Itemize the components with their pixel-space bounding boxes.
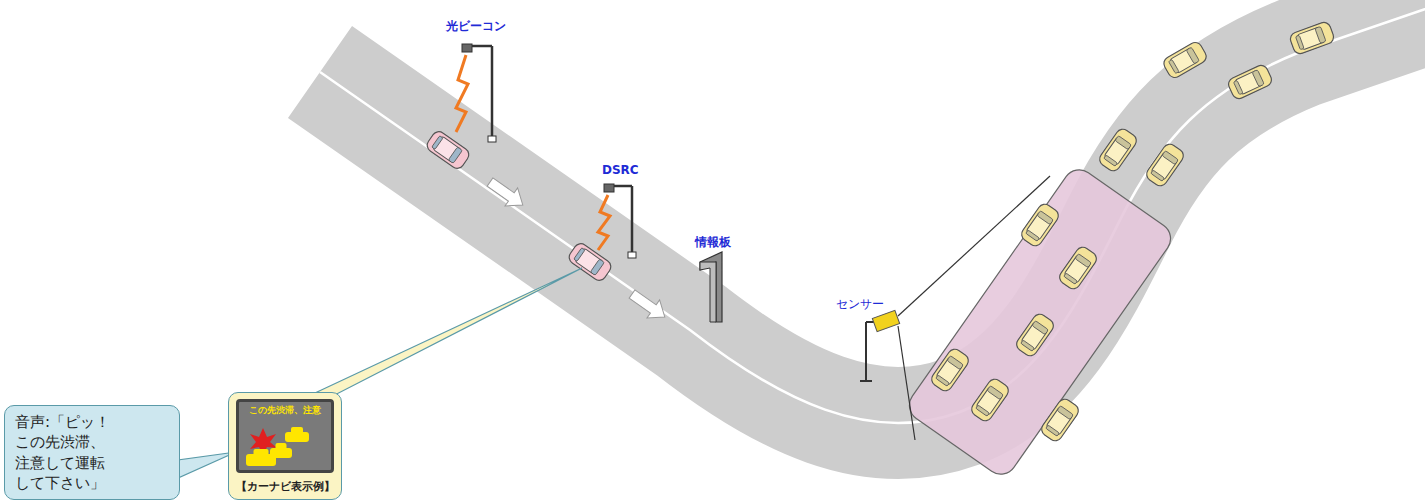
info-board bbox=[700, 252, 722, 322]
car bbox=[1039, 396, 1081, 443]
car bbox=[969, 376, 1011, 423]
car-icon-roof bbox=[276, 443, 287, 450]
nav-callout: 【カーナビ表示例】この先渋滞、注意 bbox=[228, 392, 342, 500]
caption-text: 【カーナビ表示例】 bbox=[229, 480, 341, 493]
device-label: DSRC bbox=[602, 163, 639, 177]
congestion-zone bbox=[903, 164, 1177, 481]
car-icon-roof bbox=[291, 427, 303, 434]
car bbox=[424, 129, 471, 171]
car bbox=[1057, 244, 1099, 291]
device-label: 光ビーコン bbox=[446, 18, 506, 35]
car-icon-roof bbox=[254, 449, 269, 456]
direction-arrow bbox=[626, 285, 671, 326]
car bbox=[1019, 201, 1061, 248]
car bbox=[1289, 20, 1336, 55]
car bbox=[1014, 311, 1056, 358]
nav-screen: この先渋滞、注意 bbox=[236, 399, 334, 473]
direction-arrow bbox=[484, 173, 529, 214]
car bbox=[1161, 40, 1208, 80]
road-centerline bbox=[320, 4, 1425, 423]
car bbox=[1097, 126, 1139, 173]
car bbox=[929, 346, 971, 393]
voice-text: 音声:「ピッ！ この先渋滞、 注意して運転 して下さい」 bbox=[15, 412, 169, 493]
device-label: センサー bbox=[836, 296, 884, 313]
callout-tail bbox=[300, 268, 582, 400]
car bbox=[1226, 63, 1273, 101]
screen-text: この先渋滞、注意 bbox=[241, 405, 329, 416]
sensor bbox=[860, 176, 1050, 440]
road bbox=[320, 4, 1425, 423]
beacon-pole bbox=[456, 44, 496, 142]
car bbox=[1144, 141, 1186, 188]
device-label: 情報板 bbox=[695, 234, 731, 251]
dsrc-pole bbox=[598, 184, 636, 258]
car bbox=[566, 241, 613, 283]
voice-callout: 音声:「ピッ！ この先渋滞、 注意して運転 して下さい」 bbox=[4, 405, 180, 500]
